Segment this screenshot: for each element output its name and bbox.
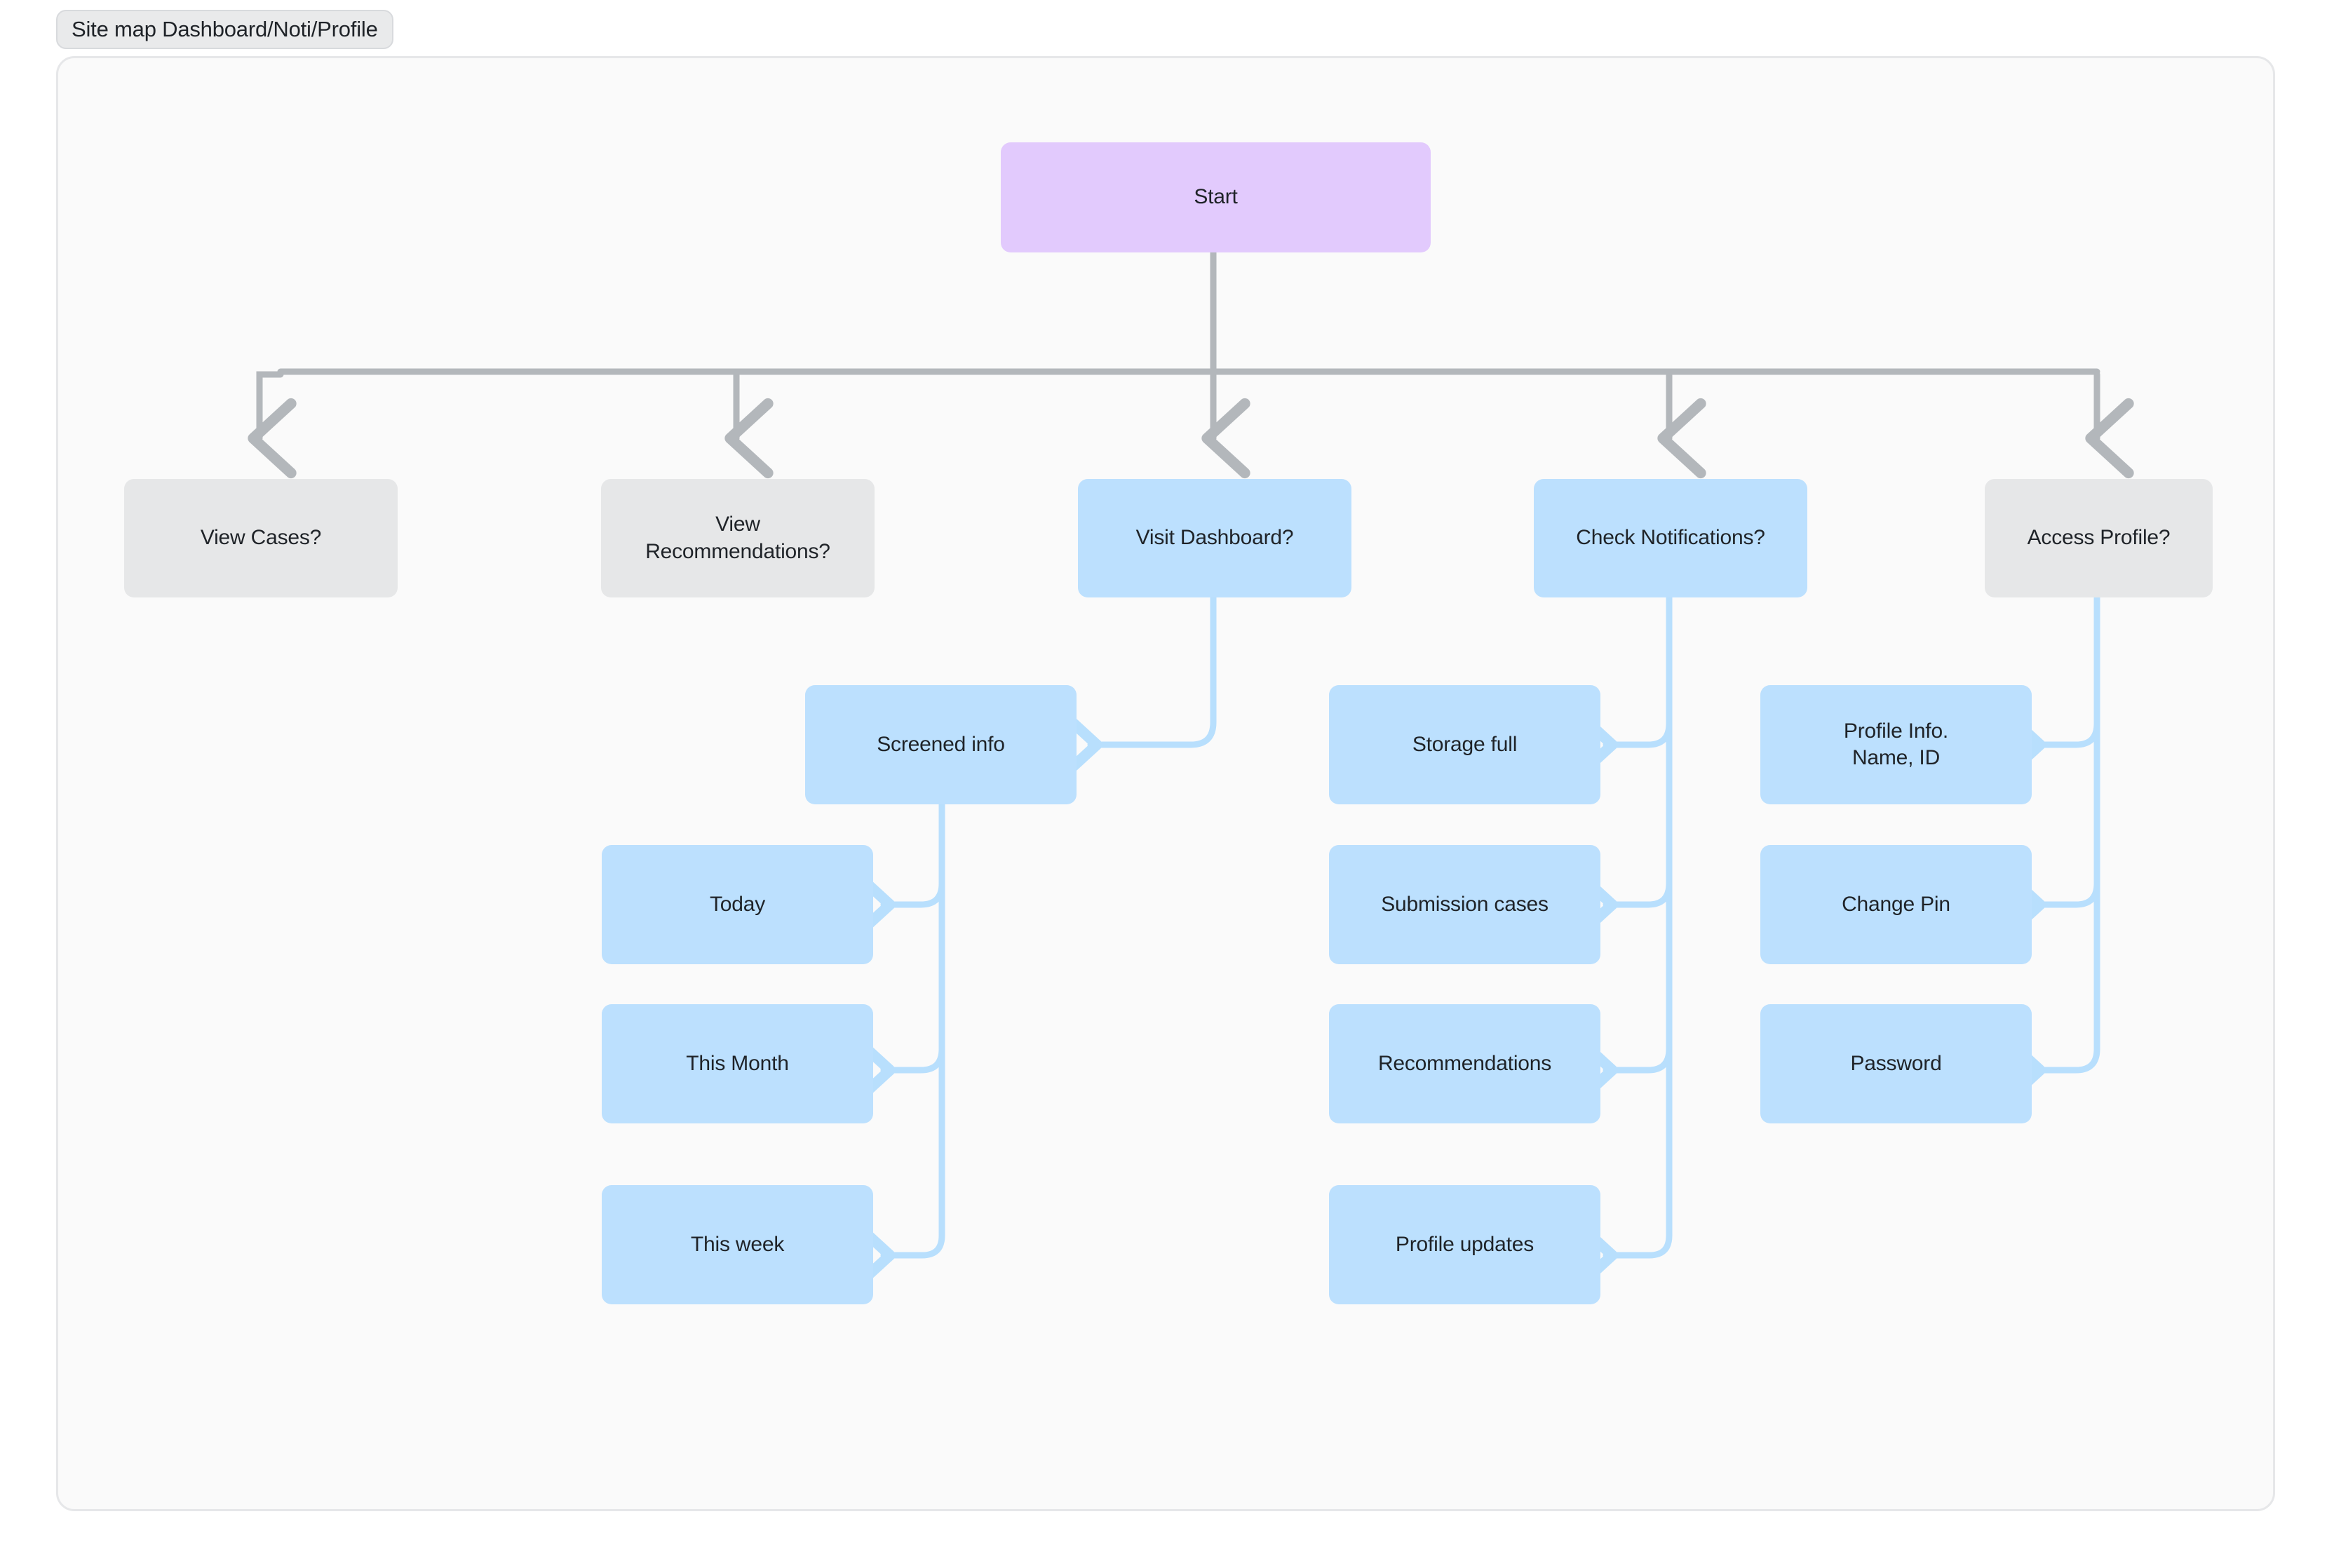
node-access-profile[interactable]: Access Profile? (1985, 479, 2213, 597)
diagram-title-label: Site map Dashboard/Noti/Profile (72, 17, 378, 41)
node-password[interactable]: Password (1760, 1004, 2032, 1123)
node-start-label: Start (1194, 185, 1238, 209)
node-start[interactable]: Start (1001, 142, 1431, 252)
diagram-title-chip[interactable]: Site map Dashboard/Noti/Profile (56, 10, 393, 49)
node-change-pin[interactable]: Change Pin (1760, 845, 2032, 964)
node-visit-dashboard[interactable]: Visit Dashboard? (1078, 479, 1351, 597)
node-recommendations[interactable]: Recommendations (1329, 1004, 1600, 1123)
node-check-notifications-label: Check Notifications? (1576, 526, 1765, 550)
node-profile-updates[interactable]: Profile updates (1329, 1185, 1600, 1304)
node-screened-info-label: Screened info (877, 732, 1005, 756)
node-view-recommendations[interactable]: View Recommendations? (601, 479, 875, 597)
node-storage-full-label: Storage full (1412, 732, 1518, 756)
node-view-cases[interactable]: View Cases? (124, 479, 398, 597)
node-password-label: Password (1850, 1051, 1942, 1075)
node-check-notifications[interactable]: Check Notifications? (1534, 479, 1807, 597)
node-profile-updates-label: Profile updates (1395, 1232, 1534, 1256)
node-this-week[interactable]: This week (602, 1185, 873, 1304)
node-recommendations-label: Recommendations (1377, 1051, 1552, 1075)
node-screened-info[interactable]: Screened info (805, 685, 1077, 804)
node-this-month[interactable]: This Month (602, 1004, 873, 1123)
node-view-cases-label: View Cases? (200, 526, 322, 550)
node-view-recommendations-label: View Recommendations? (645, 513, 830, 563)
node-today[interactable]: Today (602, 845, 873, 964)
node-today-label: Today (709, 892, 766, 916)
node-visit-dashboard-label: Visit Dashboard? (1135, 526, 1294, 550)
node-change-pin-label: Change Pin (1842, 892, 1950, 916)
node-this-month-label: This Month (686, 1051, 789, 1075)
node-storage-full[interactable]: Storage full (1329, 685, 1600, 804)
node-submission-cases-label: Submission cases (1381, 892, 1549, 916)
node-submission-cases[interactable]: Submission cases (1329, 845, 1600, 964)
node-profile-info[interactable]: Profile Info. Name, ID (1760, 685, 2032, 804)
node-profile-info-label: Profile Info. Name, ID (1843, 719, 1949, 769)
node-this-week-label: This week (690, 1232, 785, 1256)
node-access-profile-label: Access Profile? (2027, 526, 2171, 550)
